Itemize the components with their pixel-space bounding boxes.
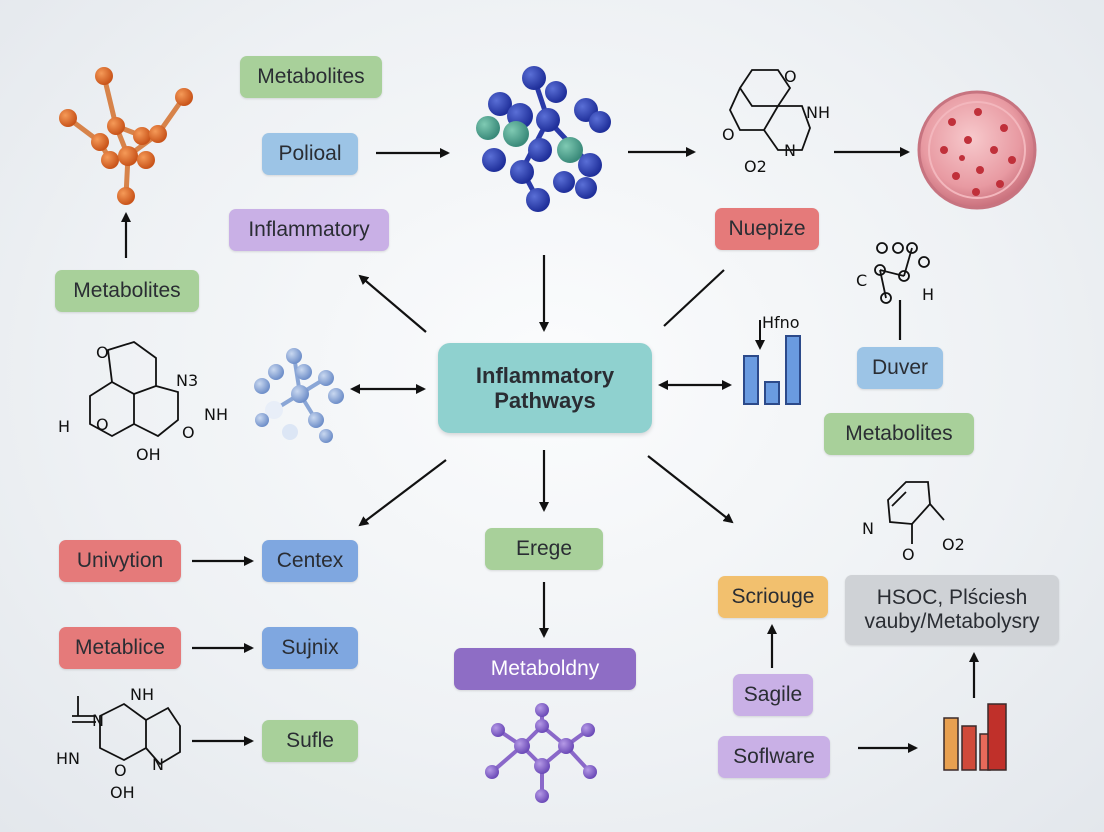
center-title-line2: Pathways	[494, 388, 596, 413]
atom-o: O	[784, 67, 797, 86]
atom-n2-bl: N	[152, 755, 164, 774]
chemical-structure-top: O NH N O O2	[722, 67, 830, 176]
label-scriouge: Scriouge	[718, 576, 828, 618]
arrow-center-rightdown	[647, 455, 734, 524]
chemical-structure-left: O N3 H O O NH OH	[58, 341, 228, 464]
bar-chart-icon: Hfno	[743, 313, 801, 405]
label-erege: Erege	[485, 528, 603, 570]
label-univytion: Univytion	[59, 540, 181, 582]
chemical-structure-bottom-right: N O O2	[862, 481, 965, 564]
atom-o2: O2	[744, 157, 767, 176]
chemical-structure-bottom-left: NH N HN O OH N	[56, 685, 181, 802]
label-metabolites-left: Metabolites	[55, 270, 199, 312]
atom-nh-bl: NH	[130, 685, 154, 704]
arrow-center-inflammatory	[358, 274, 427, 333]
label-sagile: Sagile	[733, 674, 813, 716]
atom-n: N	[784, 141, 796, 160]
atom-n-bl: N	[92, 711, 104, 730]
atom-o-left: O	[722, 125, 735, 144]
atom-o-top: O	[96, 343, 109, 362]
light-blue-molecule-icon	[254, 348, 344, 443]
atom-n-br: N	[862, 519, 874, 538]
label-software: Soflware	[718, 736, 830, 778]
chemical-structure-right: C H	[856, 242, 934, 304]
label-inflammatory: Inflammatory	[229, 209, 389, 251]
atom-n3: N3	[176, 371, 198, 390]
label-metaboldny: Metaboldny	[454, 648, 636, 690]
atom-h: H	[58, 417, 70, 436]
atom-o-bl: O	[114, 761, 127, 780]
orange-molecule-icon	[59, 67, 193, 205]
line-nuepize-center	[663, 269, 725, 327]
atom-c: C	[856, 271, 867, 290]
protein-cluster-icon	[476, 66, 611, 212]
colored-bar-chart-icon	[943, 703, 1007, 771]
chart-label: Hfno	[762, 313, 800, 332]
label-hsoc: HSOC, Plściesh vauby/Metabolysry	[845, 575, 1059, 645]
purple-molecule-icon	[485, 703, 597, 803]
central-node-inflammatory-pathways: Inflammatory Pathways	[438, 343, 652, 433]
atom-o2-br: O2	[942, 535, 965, 554]
atom-o-right: O	[182, 423, 195, 442]
hsoc-line1: HSOC, Plściesh	[876, 585, 1028, 609]
label-duver: Duver	[857, 347, 943, 389]
atom-oh-bl: OH	[110, 783, 135, 802]
label-metabolites-top: Metabolites	[240, 56, 382, 98]
atom-oh: OH	[136, 445, 161, 464]
center-title-line1: Inflammatory	[475, 362, 615, 388]
atom-nh-left: NH	[204, 405, 228, 424]
atom-hn-bl: HN	[56, 749, 80, 768]
atom-h-right: H	[922, 285, 934, 304]
atom-o-mid: O	[96, 415, 109, 434]
label-sufle: Sufle	[262, 720, 358, 762]
arrow-center-leftdown	[358, 459, 447, 527]
label-sujnix: Sujnix	[262, 627, 358, 669]
cell-sphere-icon	[917, 90, 1037, 210]
label-metablice: Metablice	[59, 627, 181, 669]
label-centex: Centex	[262, 540, 358, 582]
arrows	[121, 147, 979, 753]
label-polioal: Polioal	[262, 133, 358, 175]
label-metabolites-right: Metabolites	[824, 413, 974, 455]
atom-nh: NH	[806, 103, 830, 122]
hsoc-line2: vauby/Metabolysry	[864, 610, 1040, 633]
atom-o-br: O	[902, 545, 915, 564]
label-nuepize: Nuepize	[715, 208, 819, 250]
